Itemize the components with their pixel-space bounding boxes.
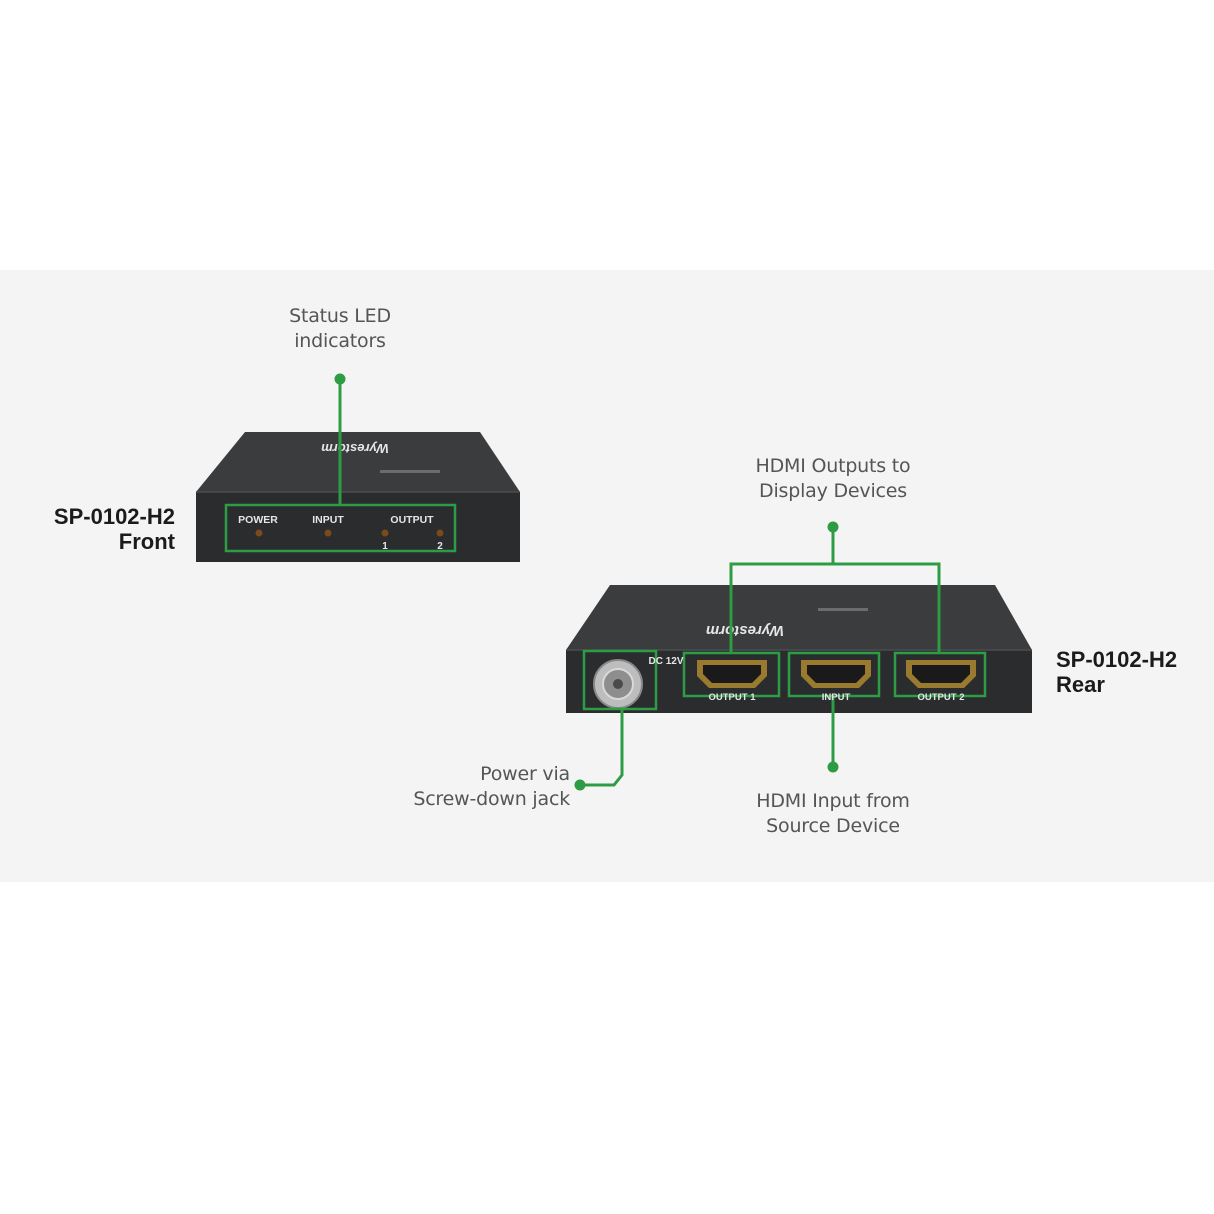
rear-device-top (566, 585, 1032, 650)
rear-brand-logo: Wyrestorm (706, 622, 784, 639)
front-input-label: INPUT (312, 514, 344, 526)
front-device: Wyrestorm (196, 373, 520, 562)
hdmi-outputs-dot (827, 521, 839, 533)
front-brand-logo: Wyrestorm (321, 441, 389, 456)
power-callout: Power via Screw-down jack (413, 763, 570, 810)
power-led (255, 529, 263, 537)
front-side-name: Front (118, 529, 175, 554)
rear-model-name: SP-0102-H2 (1056, 647, 1178, 672)
rear-side-name: Rear (1056, 672, 1105, 697)
front-output-2-label: 2 (437, 541, 443, 552)
hdmi-output-1-port (697, 660, 767, 688)
front-power-label: POWER (238, 514, 278, 526)
hdmi-output-2-port (906, 660, 976, 688)
hdmi-input-port (801, 660, 871, 688)
front-model-name: SP-0102-H2 (53, 504, 175, 529)
power-dot (574, 779, 586, 791)
rear-device: Wyrestorm (566, 521, 1032, 791)
rear-input-label: INPUT (822, 692, 851, 703)
front-output-1-label: 1 (382, 541, 388, 552)
status-led-dot (334, 373, 346, 385)
front-device-top (196, 432, 520, 492)
input-led (324, 529, 332, 537)
hdmi-input-dot (827, 761, 839, 773)
hdmi-outputs-callout: HDMI Outputs to Display Devices (755, 455, 911, 502)
rear-dc-label: DC 12V (648, 656, 683, 667)
output-1-led (381, 529, 389, 537)
rear-device-label: SP-0102-H2 Rear (1056, 647, 1206, 697)
background-panel (0, 270, 1214, 882)
rear-output-1-label: OUTPUT 1 (709, 692, 757, 703)
power-jack-highlight (582, 649, 658, 711)
status-led-callout: Status LED indicators (289, 305, 391, 352)
rear-output-2-label: OUTPUT 2 (918, 692, 965, 703)
hdmi-input-callout: HDMI Input from Source Device (756, 790, 910, 837)
front-output-label: OUTPUT (390, 514, 434, 526)
output-2-led (436, 529, 444, 537)
front-device-face (196, 492, 520, 562)
front-device-label: SP-0102-H2 Front (40, 504, 175, 554)
